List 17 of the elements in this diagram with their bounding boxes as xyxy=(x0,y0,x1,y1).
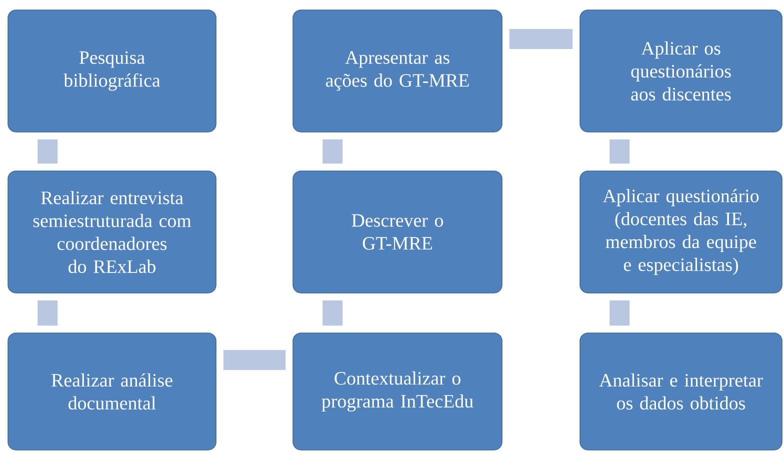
connector-bar xyxy=(38,300,58,326)
connector-bar xyxy=(223,350,286,370)
connector-bar xyxy=(610,139,630,164)
connector-bar xyxy=(509,29,573,49)
process-box: Realizar entrevista semiestruturada com coordenadores do RExLab xyxy=(8,170,216,294)
process-box: Contextualizar o programa InTecEdu xyxy=(292,332,502,450)
process-box: Descrever o GT-MRE xyxy=(292,170,502,294)
process-box: Aplicar questionário (docentes das IE, membros da equipe e especialistas) xyxy=(580,170,782,294)
process-box: Pesquisa bibliográfica xyxy=(8,10,216,132)
process-box: Aplicar os questionários aos discentes xyxy=(580,10,782,132)
process-box: Analisar e interpretar os dados obtidos xyxy=(580,332,782,450)
connector-bar xyxy=(610,300,630,326)
connector-bar xyxy=(322,300,343,326)
process-box: Apresentar as ações do GT-MRE xyxy=(292,10,502,132)
process-box: Realizar análise documental xyxy=(8,332,216,450)
connector-bar xyxy=(38,139,58,164)
connector-bar xyxy=(322,139,343,164)
